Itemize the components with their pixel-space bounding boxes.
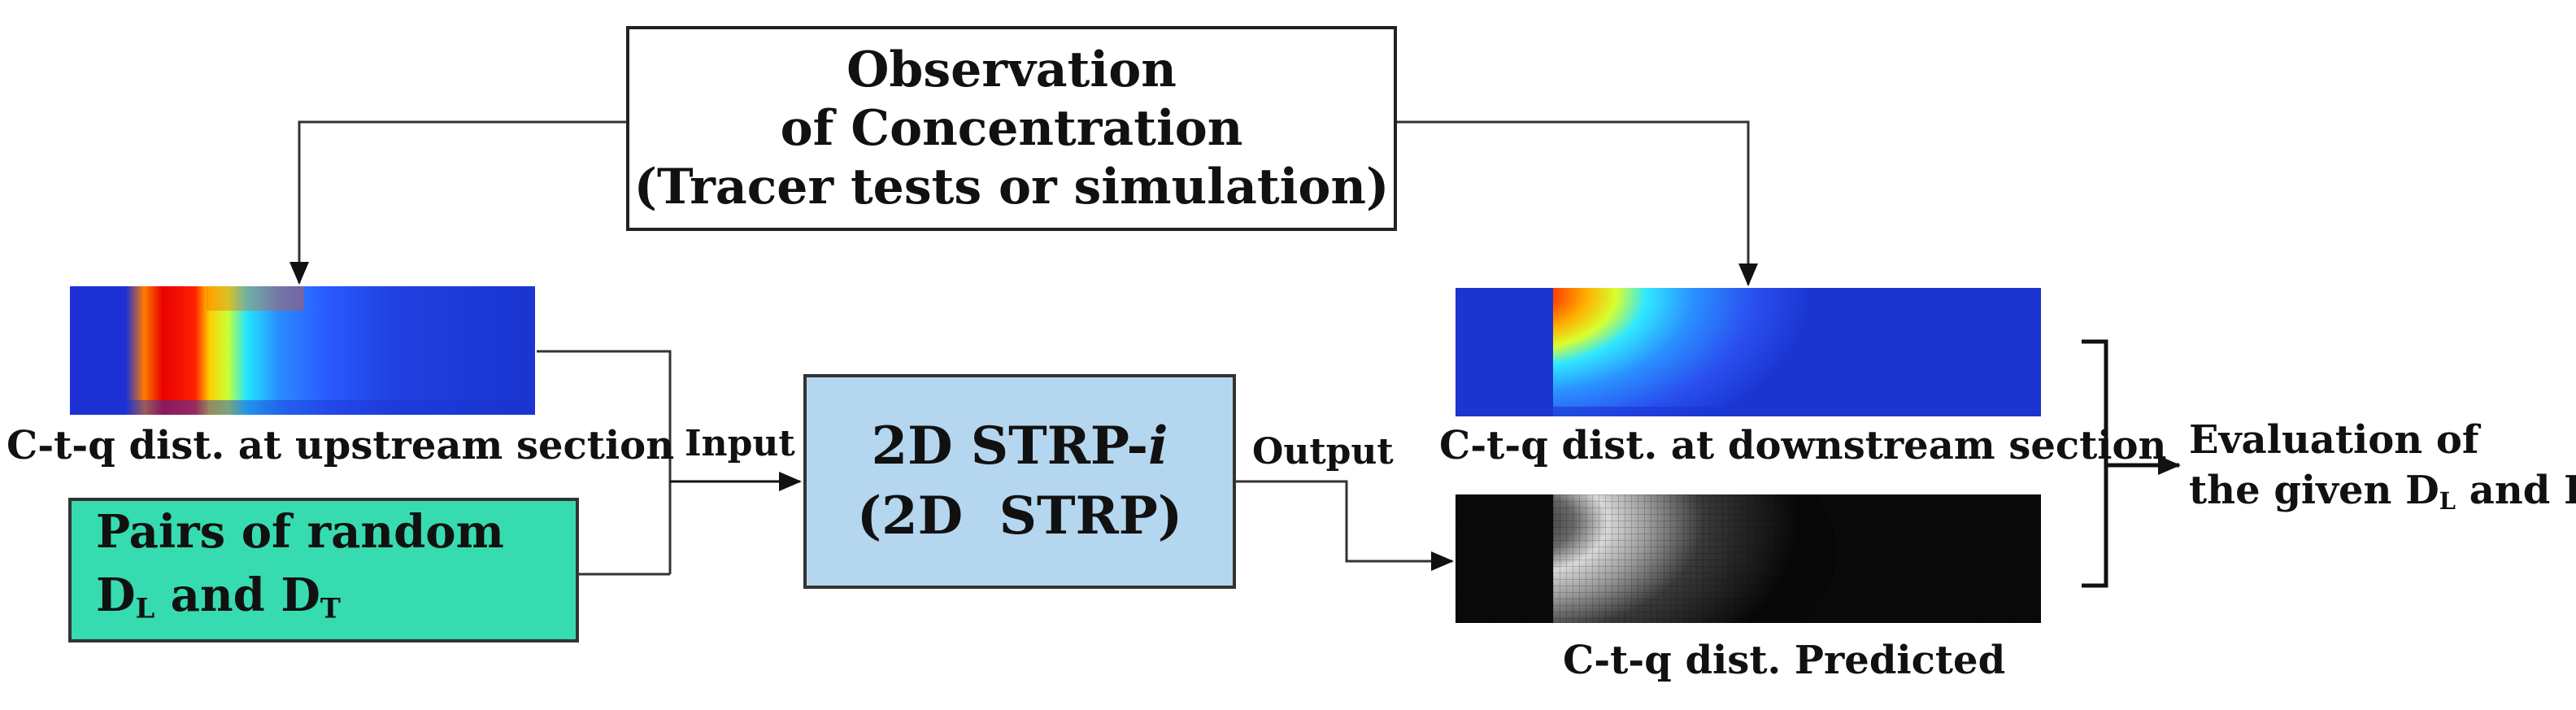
evaluation-subscript-l: L xyxy=(2439,487,2456,516)
evaluation-line-2: the given DL and DT xyxy=(2189,465,2576,526)
model-line-2: (2D STRP) xyxy=(856,486,1183,547)
pairs-line-1: Pairs of random xyxy=(96,505,504,560)
downstream-label: C-t-q dist. at downstream section xyxy=(1439,423,2167,468)
evaluation-line-1: Evaluation of xyxy=(2189,417,2479,463)
evaluation-given-text: the given D xyxy=(2189,468,2439,513)
model-box: 2D STRP-i (2D STRP) xyxy=(803,374,1236,589)
observation-to-downstream-arrow xyxy=(1397,120,1758,286)
predicted-label: C-t-q dist. Predicted xyxy=(1563,638,2006,683)
input-label: Input xyxy=(685,423,795,464)
output-label: Output xyxy=(1252,431,1394,473)
pairs-box: Pairs of random DL and DT xyxy=(68,498,579,642)
pairs-and-text: and D xyxy=(154,568,320,623)
upstream-heatmap-image xyxy=(70,286,535,415)
pairs-subscript-l: L xyxy=(135,591,155,625)
model-name-text: 2D STRP- xyxy=(871,416,1149,477)
upstream-label: C-t-q dist. at upstream section xyxy=(7,423,675,468)
upstream-to-input-line xyxy=(537,350,672,574)
observation-line-2: of Concentration xyxy=(780,100,1243,157)
observation-line-3: (Tracer tests or simulation) xyxy=(633,159,1390,216)
downstream-heatmap-image xyxy=(1456,288,2041,416)
evaluation-label: Evaluation of the given DL and DT xyxy=(2189,415,2576,526)
observation-line-1: Observation xyxy=(846,41,1177,98)
model-line-1: 2D STRP-i xyxy=(872,412,1168,481)
model-italic-suffix: i xyxy=(1148,416,1168,477)
pairs-d-symbol-1: D xyxy=(96,568,136,623)
observation-to-upstream-arrow xyxy=(289,120,626,285)
pairs-subscript-t: T xyxy=(320,591,341,625)
pairs-line-2: DL and DT xyxy=(96,564,341,639)
evaluation-and-text: and D xyxy=(2469,468,2576,513)
observation-box: Observation of Concentration (Tracer tes… xyxy=(626,26,1397,231)
output-arrow xyxy=(1236,480,1454,571)
predicted-image xyxy=(1456,494,2041,623)
